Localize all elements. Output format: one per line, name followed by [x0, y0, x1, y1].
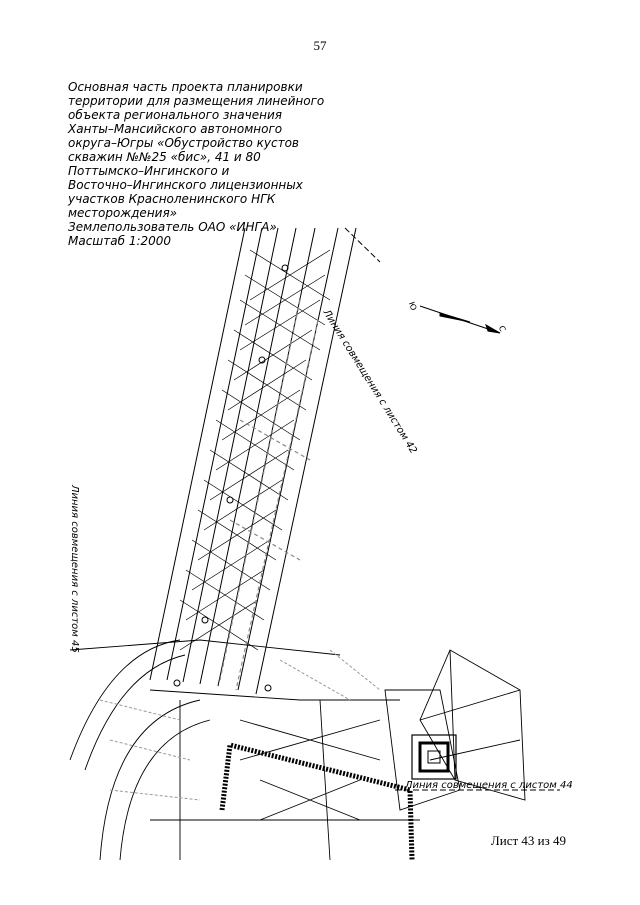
title-line: Основная часть проекта планировки — [68, 80, 303, 94]
title-line: Восточно–Ингинского лицензионных — [68, 178, 303, 192]
site-boundary — [219, 741, 415, 861]
grey-annotations — [219, 299, 319, 691]
well-pad — [411, 734, 457, 780]
title-block: Основная часть проекта планировки террит… — [68, 80, 325, 248]
title-line: месторождения» — [68, 206, 178, 220]
pipeline-corridor — [149, 227, 357, 695]
sheet-counter: Лист 43 из 49 — [490, 833, 566, 848]
match-line-45-label: Линия совмещения с листом 45 — [69, 484, 80, 653]
title-line: территории для размещения линейного — [68, 94, 325, 108]
land-user: Землепользователь ОАО «ИНГА» — [68, 220, 277, 234]
title-line: Поттымско–Ингинского и — [68, 164, 230, 178]
lower-area-grey — [99, 649, 381, 801]
title-line: участков Красноленинского НГК — [68, 192, 276, 206]
match-line-42 — [344, 227, 381, 263]
north-arrow-letter: С — [497, 325, 508, 334]
corridor-hatching — [179, 249, 331, 651]
title-line: Ханты–Мансийского автономного — [68, 122, 283, 136]
page-number: 57 — [313, 38, 327, 53]
title-line: объекта регионального значения — [68, 108, 282, 122]
match-line-42-label: Линия совмещения с листом 42 — [320, 307, 419, 456]
title-line: округа–Югры «Обустройство кустов — [68, 136, 299, 150]
north-arrow — [419, 305, 501, 334]
title-line: скважин №№25 «бис», 41 и 80 — [68, 150, 261, 164]
north-arrow-letter: Ю — [407, 301, 419, 313]
survey-points — [173, 264, 289, 692]
scale-label: Масштаб 1:2000 — [68, 234, 172, 248]
lower-area-linework — [69, 639, 420, 861]
match-line-44-label: Линия совмещения с листом 44 — [404, 780, 573, 791]
